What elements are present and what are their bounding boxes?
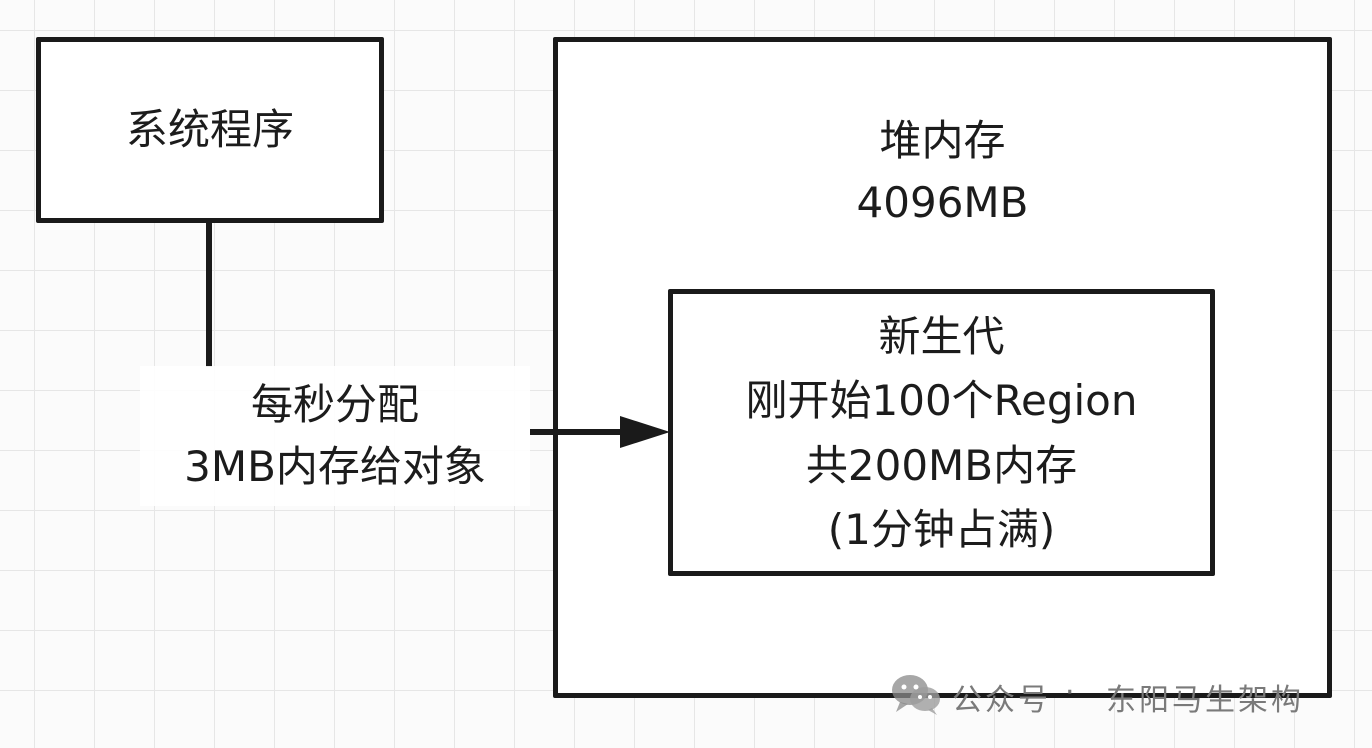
system-program-box — [36, 37, 384, 223]
allocation-label-line1: 每秒分配 — [250, 380, 419, 429]
watermark-prefix: 公众号 — [952, 683, 1051, 718]
watermark-name: 东阳马生架构 — [1106, 683, 1304, 718]
young-generation-regions: 刚开始100个Region — [745, 376, 1138, 425]
heap-memory-size: 4096MB — [856, 178, 1029, 227]
young-generation-title: 新生代 — [878, 312, 1005, 361]
wechat-icon — [892, 675, 940, 715]
young-generation-memory: 共200MB内存 — [805, 441, 1078, 490]
young-generation-box — [668, 289, 1215, 576]
allocation-label-background — [140, 366, 530, 506]
watermark-separator: · — [1065, 675, 1078, 710]
system-program-label: 系统程序 — [125, 105, 294, 154]
connector-line — [206, 222, 212, 367]
arrow-head — [620, 416, 670, 448]
allocation-arrow — [530, 416, 670, 448]
young-generation-fill-time: (1分钟占满) — [827, 505, 1056, 554]
allocation-label-line2: 3MB内存给对象 — [184, 442, 486, 491]
heap-memory-title: 堆内存 — [879, 116, 1006, 165]
